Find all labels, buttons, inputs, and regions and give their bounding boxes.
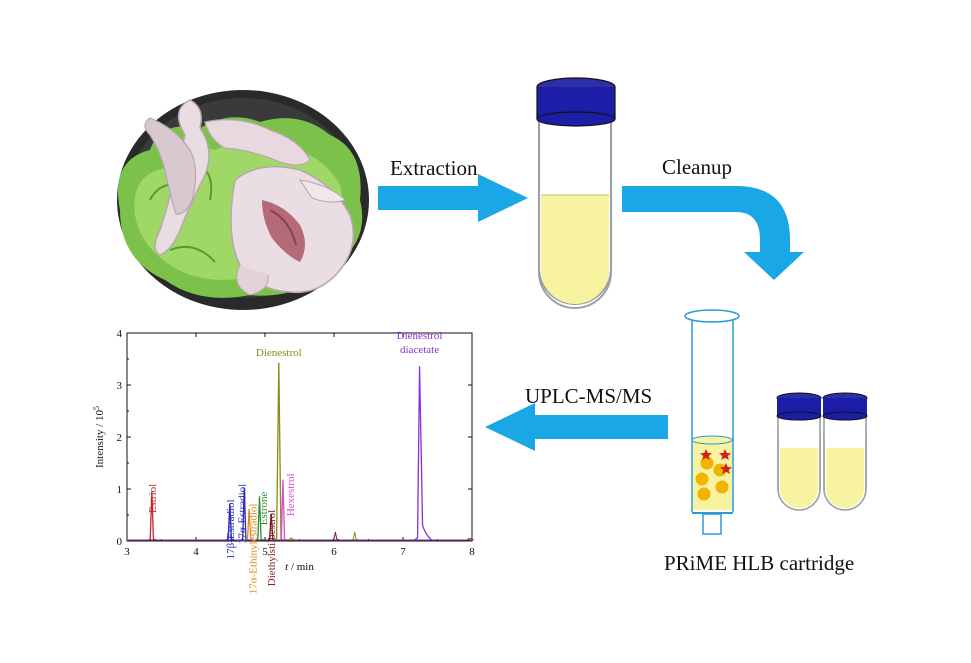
x-tick-label: 7 [400, 546, 406, 558]
frog-sample-image [117, 90, 369, 310]
y-tick-label: 1 [117, 484, 123, 496]
x-tick-label: 6 [331, 546, 337, 558]
peak-label: Hexestrol [285, 473, 297, 516]
peak-label: Diethylstilbestrol [266, 510, 278, 586]
spe-cartridge [684, 309, 740, 535]
chart-traces [128, 362, 474, 541]
cleanup-label: Cleanup [662, 155, 732, 179]
x-tick-label: 3 [124, 546, 130, 558]
peak-label: 17α-Ethinylestradiol [248, 504, 260, 595]
extraction-tube [536, 77, 616, 309]
y-tick-label: 2 [117, 432, 123, 444]
cartridge-caption: PRiME HLB cartridge [664, 551, 854, 575]
x-tick-label: 4 [193, 546, 199, 558]
peak-trace [148, 491, 157, 541]
chromatogram: 3 4 5 6 7 8 0 1 2 3 4 t / min Intensity / 105 Estrio… [92, 328, 475, 594]
extraction-label: Extraction [390, 156, 478, 180]
peak-trace [255, 496, 264, 541]
peak-trace [226, 503, 235, 541]
extraction-arrow [378, 174, 528, 222]
minor-peak [351, 532, 359, 541]
chart-axes: 3 4 5 6 7 8 0 1 2 3 4 t / min Intensity / 105 [92, 328, 475, 573]
y-tick-label: 0 [117, 536, 123, 548]
peak-label: Estrone [258, 491, 270, 525]
peak-label: Dienestrol [397, 330, 443, 342]
peak-label: diacetate [400, 344, 439, 356]
x-axis-label: t / min [285, 561, 314, 573]
cleanup-arrow [622, 186, 804, 280]
peak-trace [414, 366, 432, 541]
minor-peak [288, 537, 296, 541]
y-tick-label: 3 [117, 380, 123, 392]
y-tick-label: 4 [117, 328, 123, 340]
analysis-label: UPLC-MS/MS [525, 384, 652, 408]
peak-trace [245, 508, 254, 541]
y-axis-label: Intensity / 105 [92, 406, 106, 468]
x-tick-label: 8 [469, 546, 475, 558]
peak-trace [279, 479, 288, 541]
peak-label: 17β-Estradiol [225, 499, 237, 559]
minor-peak [332, 532, 340, 541]
peak-label: Dienestrol [256, 347, 302, 359]
peak-trace [267, 513, 276, 541]
eluate-tube-2 [822, 392, 868, 511]
peak-trace [274, 362, 285, 541]
analysis-arrow [485, 403, 668, 451]
peak-label: 17α-Estradiol [237, 484, 249, 544]
peak-label: Estriol [147, 484, 159, 513]
eluate-tube-1 [776, 392, 822, 511]
x-tick-label: 5 [262, 546, 268, 558]
minor-peak [466, 537, 474, 541]
